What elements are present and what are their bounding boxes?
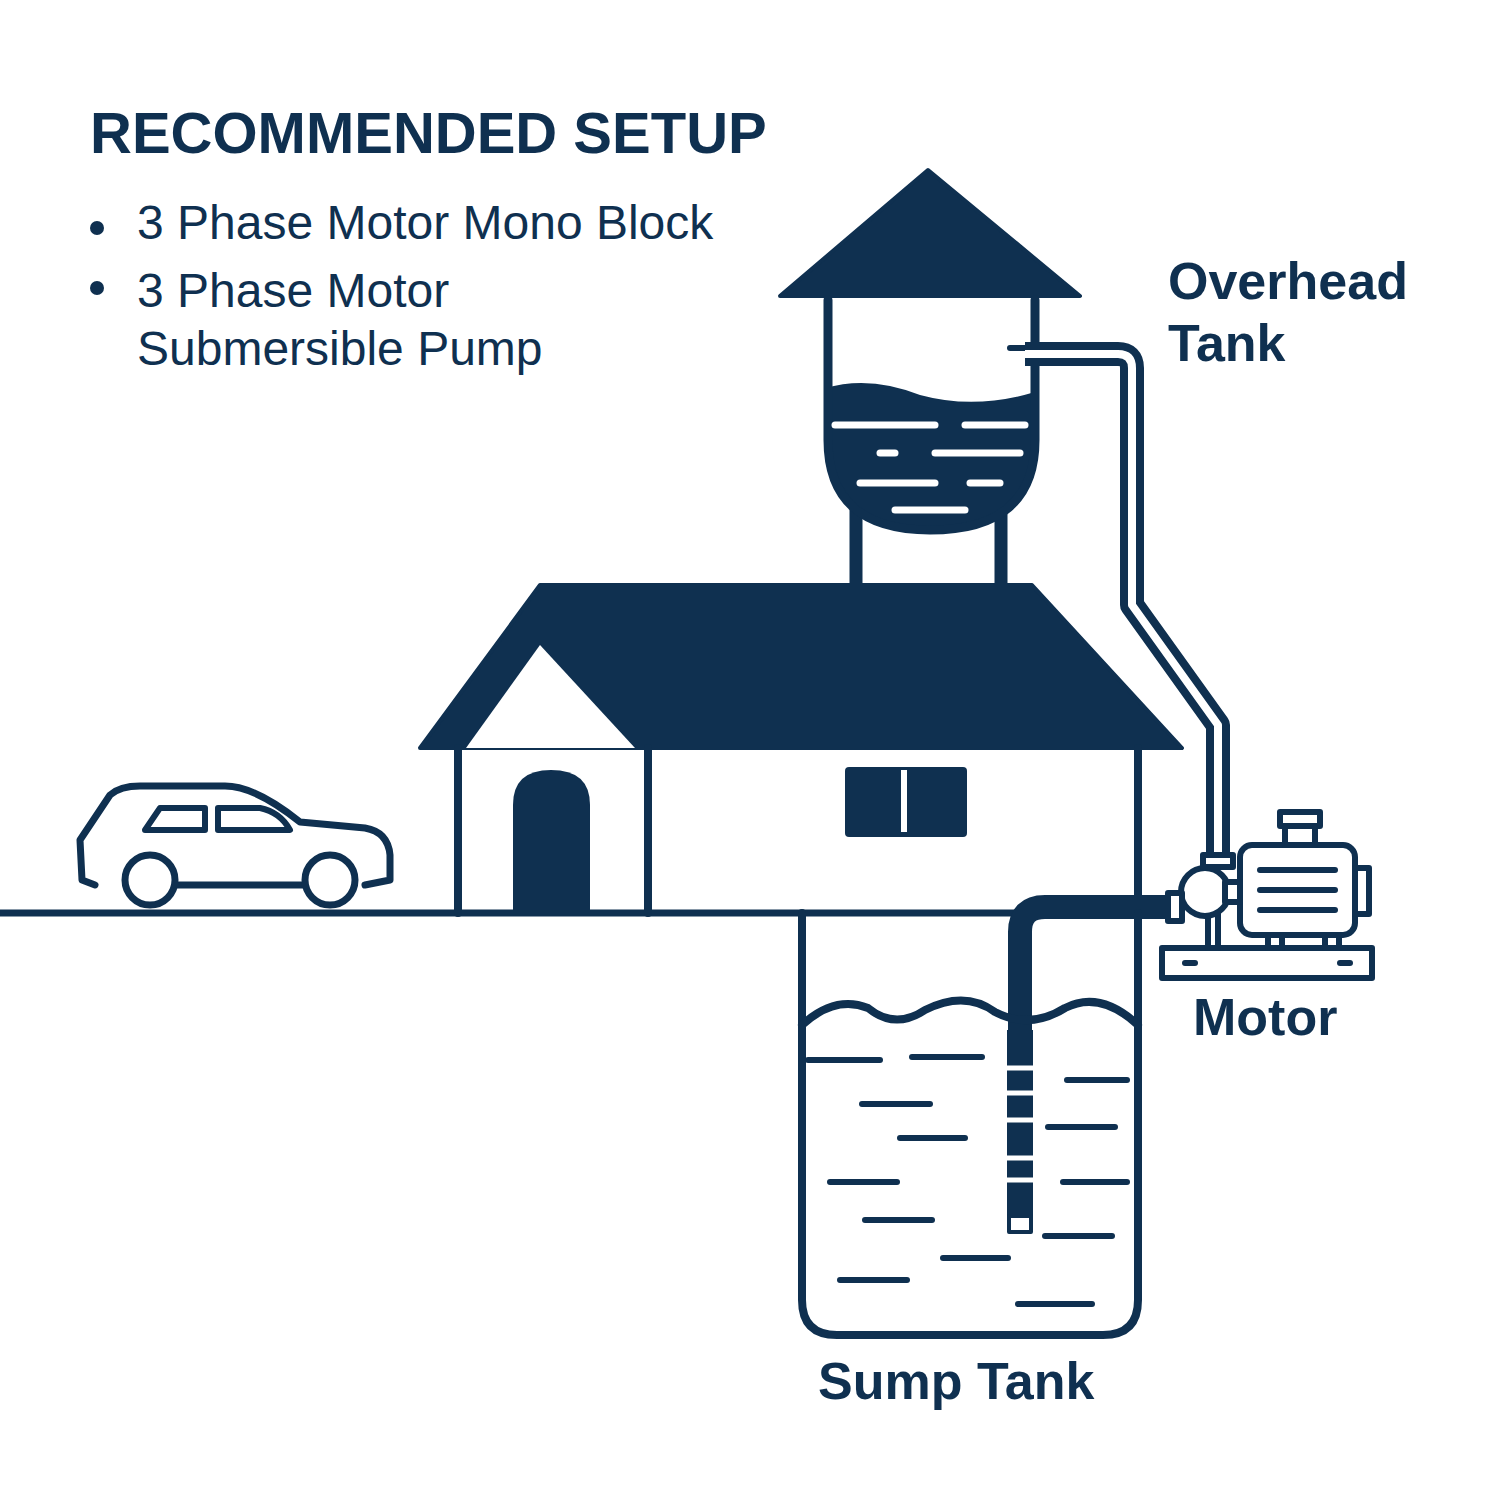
monoblock-motor: [1162, 812, 1372, 978]
bullet-text: 3 Phase Motor Submersible Pump: [137, 262, 637, 377]
part-label: Overhead Tank: [1168, 250, 1468, 375]
part-label: Motor: [1193, 986, 1337, 1048]
house: [420, 585, 1182, 913]
diagram-title: RECOMMENDED SETUP: [90, 98, 767, 168]
bullet-dot: [90, 221, 104, 235]
part-label: Sump Tank: [818, 1350, 1094, 1412]
delivery-pipe: [1025, 354, 1218, 855]
sump-tank: [802, 913, 1138, 1335]
overhead-tank: [780, 170, 1080, 585]
bullet-dot: [90, 281, 104, 295]
submersible-pump: [1007, 1030, 1033, 1232]
ground-line: [0, 910, 1165, 917]
bullet-text: 3 Phase Motor Mono Block: [137, 194, 713, 252]
delivery-pipe-bore: [1025, 354, 1218, 855]
car: [80, 786, 390, 905]
